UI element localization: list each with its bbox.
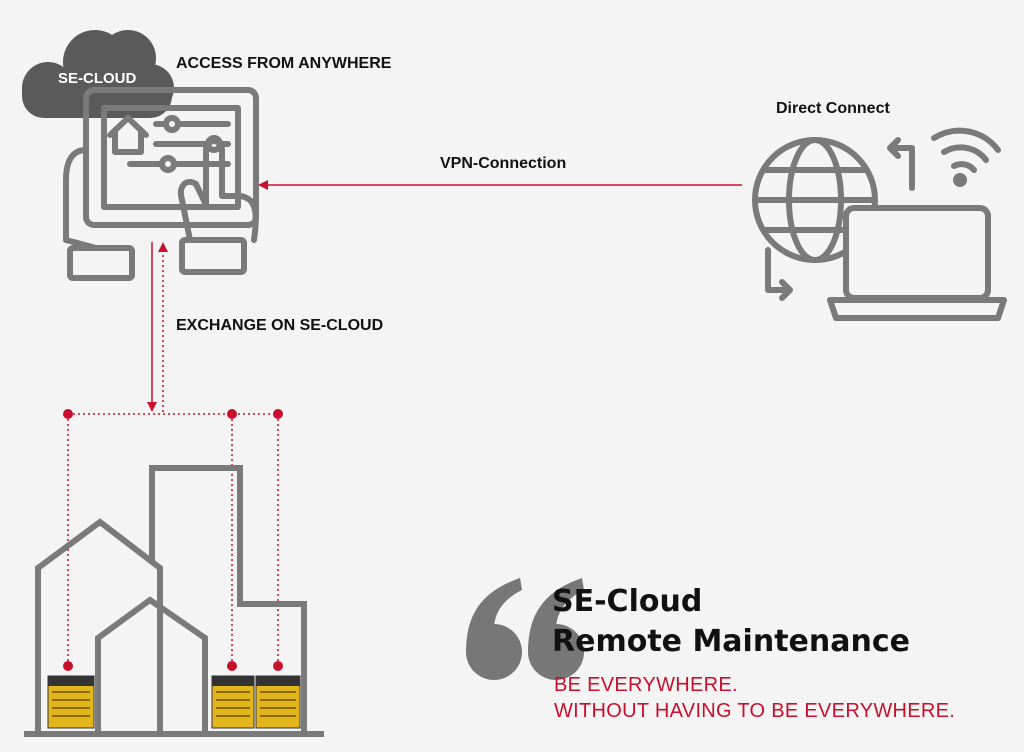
vpn-label: VPN-Connection	[440, 155, 567, 172]
vpn-arrow	[258, 180, 742, 190]
laptop-globe-icon	[752, 137, 1007, 321]
wifi-icon	[931, 127, 1001, 187]
control-device	[255, 675, 301, 729]
exchange-label: EXCHANGE ON SE-CLOUD	[176, 317, 384, 334]
link-dots	[63, 409, 283, 671]
quote-mark-icon	[466, 578, 584, 680]
quote-sub-line2: WITHOUT HAVING TO BE EVERYWHERE.	[554, 700, 956, 722]
exchange-arrows	[147, 242, 168, 412]
cloud-label: SE-CLOUD	[58, 70, 137, 87]
access-label: ACCESS FROM ANYWHERE	[176, 55, 392, 72]
quote-title-line2: Remote Maintenance	[552, 624, 910, 659]
control-device	[211, 675, 255, 729]
control-device	[47, 675, 95, 729]
quote-title-line1: SE-Cloud	[552, 584, 703, 619]
quote-sub-line1: BE EVERYWHERE.	[554, 674, 738, 696]
tablet-hands-icon	[63, 87, 259, 281]
device-links	[67, 413, 279, 665]
buildings-icon	[24, 465, 324, 737]
direct-connect-label: Direct Connect	[776, 100, 890, 117]
